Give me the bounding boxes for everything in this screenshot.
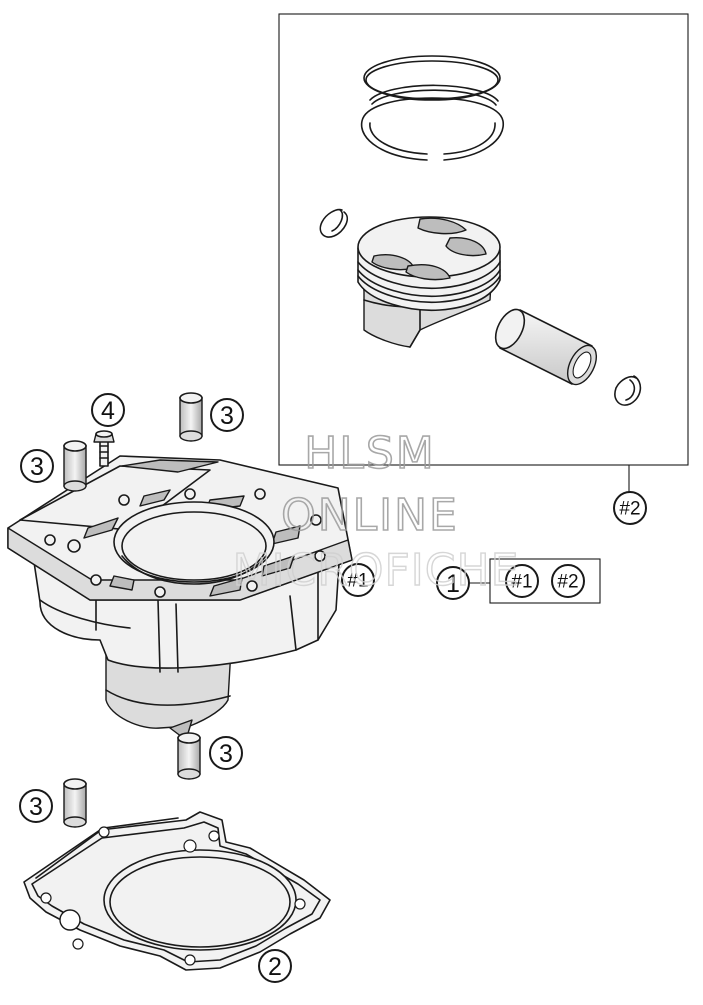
base-gasket[interactable] xyxy=(23,811,331,971)
dowel-pin-bottom-left[interactable] xyxy=(63,778,87,828)
callout-3-bottom-left[interactable]: 3 xyxy=(19,789,53,823)
svg-text:3: 3 xyxy=(220,402,234,430)
svg-text:3: 3 xyxy=(30,453,44,481)
callout-3-left[interactable]: 3 xyxy=(20,449,54,483)
svg-text:#1: #1 xyxy=(511,572,532,593)
piston-kit-group[interactable] xyxy=(278,13,689,466)
circlip-left[interactable] xyxy=(319,208,349,238)
piston-ring-middle[interactable] xyxy=(369,84,499,106)
callout-1[interactable]: 1 xyxy=(436,566,470,600)
watermark-line-2: ONLINE xyxy=(281,490,459,541)
callout-ref-1-cylinder[interactable]: #1 xyxy=(341,563,375,597)
svg-text:3: 3 xyxy=(29,793,43,821)
callout-4[interactable]: 4 xyxy=(91,393,125,427)
svg-text:2: 2 xyxy=(268,953,282,981)
svg-text:1: 1 xyxy=(446,570,460,598)
callout-3-top[interactable]: 3 xyxy=(210,398,244,432)
watermark: HLSM ONLINE MICROFICHE xyxy=(232,427,520,597)
piston-pin[interactable] xyxy=(490,305,602,389)
assembly-ref-box xyxy=(469,558,601,604)
callout-ref-2-kit[interactable]: #2 xyxy=(613,491,647,525)
callout-ref-2-box[interactable]: #2 xyxy=(551,564,585,598)
watermark-line-1: HLSM xyxy=(304,428,436,479)
screw[interactable] xyxy=(93,430,115,467)
piston-ring-top[interactable] xyxy=(363,55,501,101)
circlip-right[interactable] xyxy=(614,375,642,406)
callout-ref-1-box[interactable]: #1 xyxy=(505,564,539,598)
callout-2[interactable]: 2 xyxy=(258,949,292,983)
piston[interactable] xyxy=(357,216,501,348)
cylinder[interactable] xyxy=(7,455,353,741)
callout-3-bottom-right[interactable]: 3 xyxy=(209,736,243,770)
dowel-pin-bottom-right[interactable] xyxy=(177,732,201,780)
piston-ring-oil[interactable] xyxy=(360,97,504,161)
piston-kit-frame xyxy=(278,13,689,466)
watermark-line-3: MICROFICHE xyxy=(233,545,520,596)
svg-text:4: 4 xyxy=(101,397,115,425)
svg-text:#2: #2 xyxy=(557,572,578,593)
svg-text:3: 3 xyxy=(219,740,233,768)
dowel-pin-left[interactable] xyxy=(63,440,87,492)
svg-text:#1: #1 xyxy=(347,571,368,592)
dowel-pin-top[interactable] xyxy=(179,392,203,442)
svg-text:#2: #2 xyxy=(619,499,640,520)
